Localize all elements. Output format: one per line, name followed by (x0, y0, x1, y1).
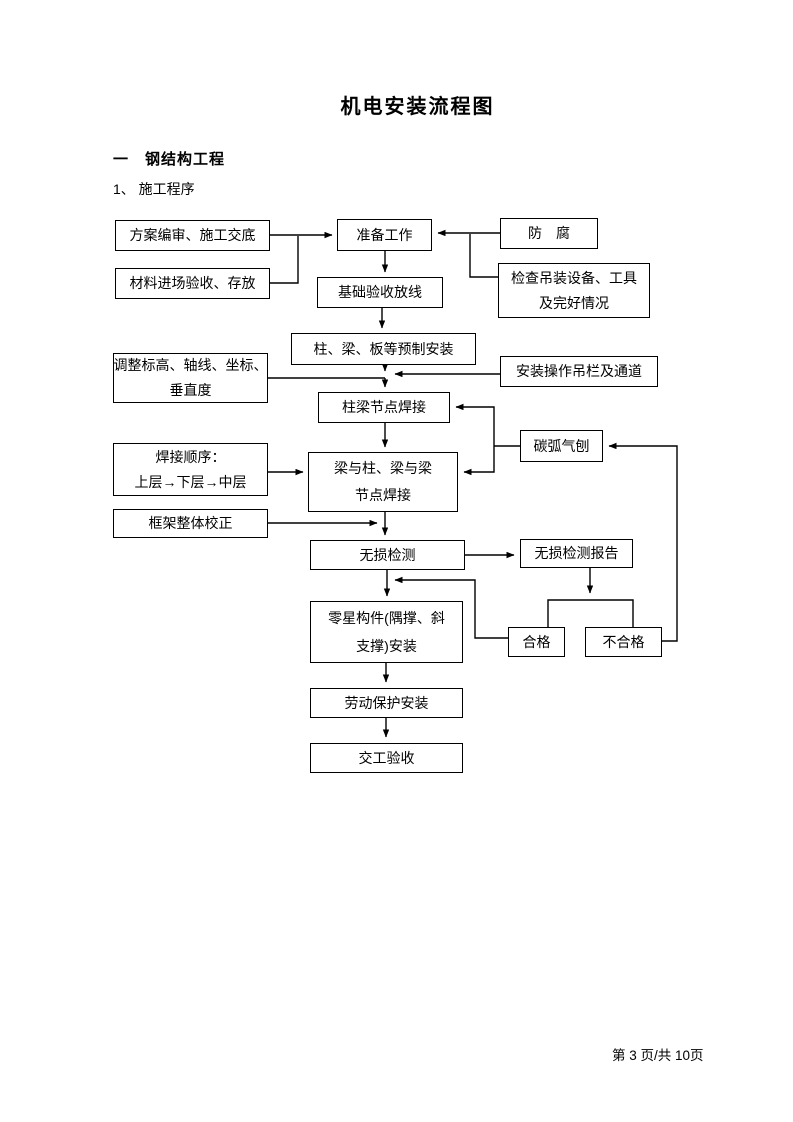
node-ndt: 无损检测 (310, 540, 465, 570)
page-title: 机电安装流程图 (340, 96, 495, 118)
node-handover-acceptance: 交工验收 (310, 743, 463, 773)
page-number: 第 3 页/共 10页 (612, 1048, 704, 1063)
node-labor-protection: 劳动保护安装 (310, 688, 463, 718)
node-anti-corrosion: 防 腐 (500, 218, 598, 249)
node-ndt-report: 无损检测报告 (520, 539, 633, 568)
node-frame-correction: 框架整体校正 (113, 509, 268, 538)
node-beam-joint-weld: 梁与柱、梁与梁 节点焊接 (308, 452, 458, 512)
node-carbon-arc-gouging: 碳弧气刨 (520, 430, 603, 462)
node-qualified: 合格 (508, 627, 565, 657)
node-adjust-position: 调整标高、轴线、坐标、 垂直度 (113, 353, 268, 403)
node-misc-members: 零星构件(隅撑、斜 支撑)安装 (310, 601, 463, 663)
node-foundation-layout: 基础验收放线 (317, 277, 443, 308)
node-prefab-install: 柱、梁、板等预制安装 (291, 333, 476, 365)
node-equipment-check: 检查吊装设备、工具 及完好情况 (498, 263, 650, 318)
section-heading-steel-structure: 一 钢结构工程 (113, 151, 226, 168)
step-heading-construction-procedure: 1、 施工程序 (113, 181, 195, 197)
node-prep-work: 准备工作 (337, 219, 432, 251)
node-unqualified: 不合格 (585, 627, 662, 657)
node-weld-sequence: 焊接顺序： 上层→下层→中层 (113, 443, 268, 496)
node-plan-review: 方案编审、施工交底 (115, 220, 270, 251)
node-material-intake: 材料进场验收、存放 (115, 268, 270, 299)
node-work-platform: 安装操作吊栏及通道 (500, 356, 658, 387)
node-column-beam-weld: 柱梁节点焊接 (318, 392, 450, 423)
